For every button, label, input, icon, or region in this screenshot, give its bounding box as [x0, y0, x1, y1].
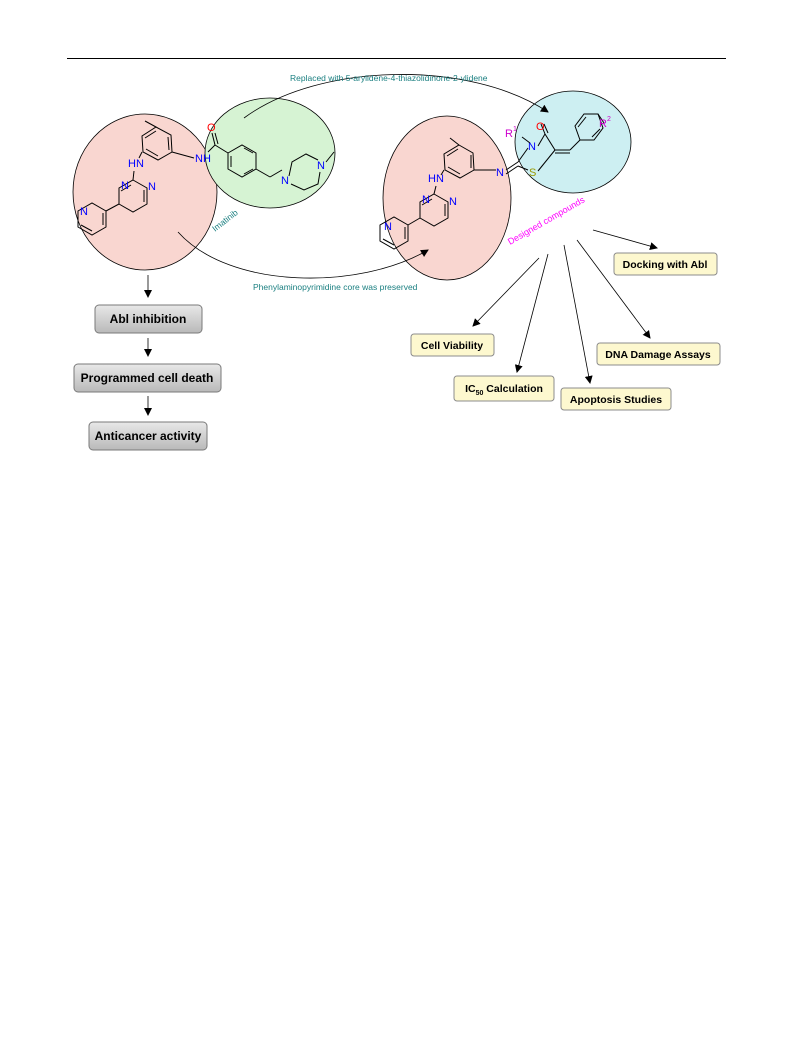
designed-compounds-label: Designed compounds: [506, 194, 587, 246]
preservation-arrow: [177, 231, 429, 279]
pyrimidine-n2: N: [148, 181, 156, 193]
imatinib-core-ellipse: [72, 113, 218, 271]
replacement-arrow: [243, 74, 549, 119]
designed-pyrimidine-n1: N: [422, 194, 430, 206]
svg-text:Apoptosis Studies: Apoptosis Studies: [570, 394, 662, 406]
designed-amine-nh: HN: [428, 173, 444, 185]
docking-with-abl-box: Docking with Abl: [613, 252, 718, 276]
piperazine-n2: N: [317, 160, 325, 172]
anticancer-activity-box: Anticancer activity: [88, 421, 208, 451]
pyrimidine-n1: N: [121, 180, 129, 192]
svg-text:IC50 Calculation: IC50 Calculation: [465, 383, 543, 397]
programmed-cell-death-box: Programmed cell death: [73, 363, 222, 393]
thiazolidinone-s: S: [529, 167, 536, 179]
dna-damage-assays-box: DNA Damage Assays: [596, 342, 721, 366]
thiazolidinone-o: O: [536, 121, 545, 133]
svg-text:Anticancer activity: Anticancer activity: [95, 429, 202, 443]
thiazolidinone-ellipse: [514, 90, 632, 194]
header-rule: [67, 58, 726, 59]
amine-nh: HN: [128, 158, 144, 170]
imatinib-tail-ellipse: [204, 97, 336, 209]
svg-text:Abl inhibition: Abl inhibition: [110, 312, 187, 326]
designed-pyrimidine-n2: N: [449, 196, 457, 208]
cell-viability-box: Cell Viability: [410, 333, 495, 357]
pyridine-n: N: [80, 206, 88, 218]
amide-nh: NH: [195, 153, 211, 165]
designed-structure: HN N N N N N S O R1: [379, 113, 611, 250]
thiazolidinone-n: N: [528, 141, 536, 153]
preservation-note: Phenylaminopyrimidine core was preserved: [253, 282, 418, 292]
apoptosis-studies-box: Apoptosis Studies: [560, 387, 672, 411]
abl-inhibition-box: Abl inhibition: [94, 304, 203, 334]
imatinib-structure: HN N N N NH O N N: [77, 120, 335, 236]
svg-text:Docking with Abl: Docking with Abl: [623, 259, 708, 271]
r2-group: R2: [599, 116, 611, 130]
piperazine-n1: N: [281, 175, 289, 187]
ic50-calculation-box: IC50 Calculation: [453, 375, 555, 402]
imine-n: N: [496, 167, 504, 179]
designed-pyridine-n: N: [384, 221, 392, 233]
svg-text:DNA Damage Assays: DNA Damage Assays: [605, 349, 711, 361]
carbonyl-o: O: [207, 122, 216, 134]
replacement-note: Replaced with 5-arylidene-4-thiazolidino…: [290, 73, 488, 83]
r1-group: R1: [505, 126, 517, 140]
svg-text:Programmed cell death: Programmed cell death: [81, 371, 214, 385]
designed-core-ellipse: [382, 115, 512, 281]
svg-text:Cell Viability: Cell Viability: [421, 340, 483, 352]
